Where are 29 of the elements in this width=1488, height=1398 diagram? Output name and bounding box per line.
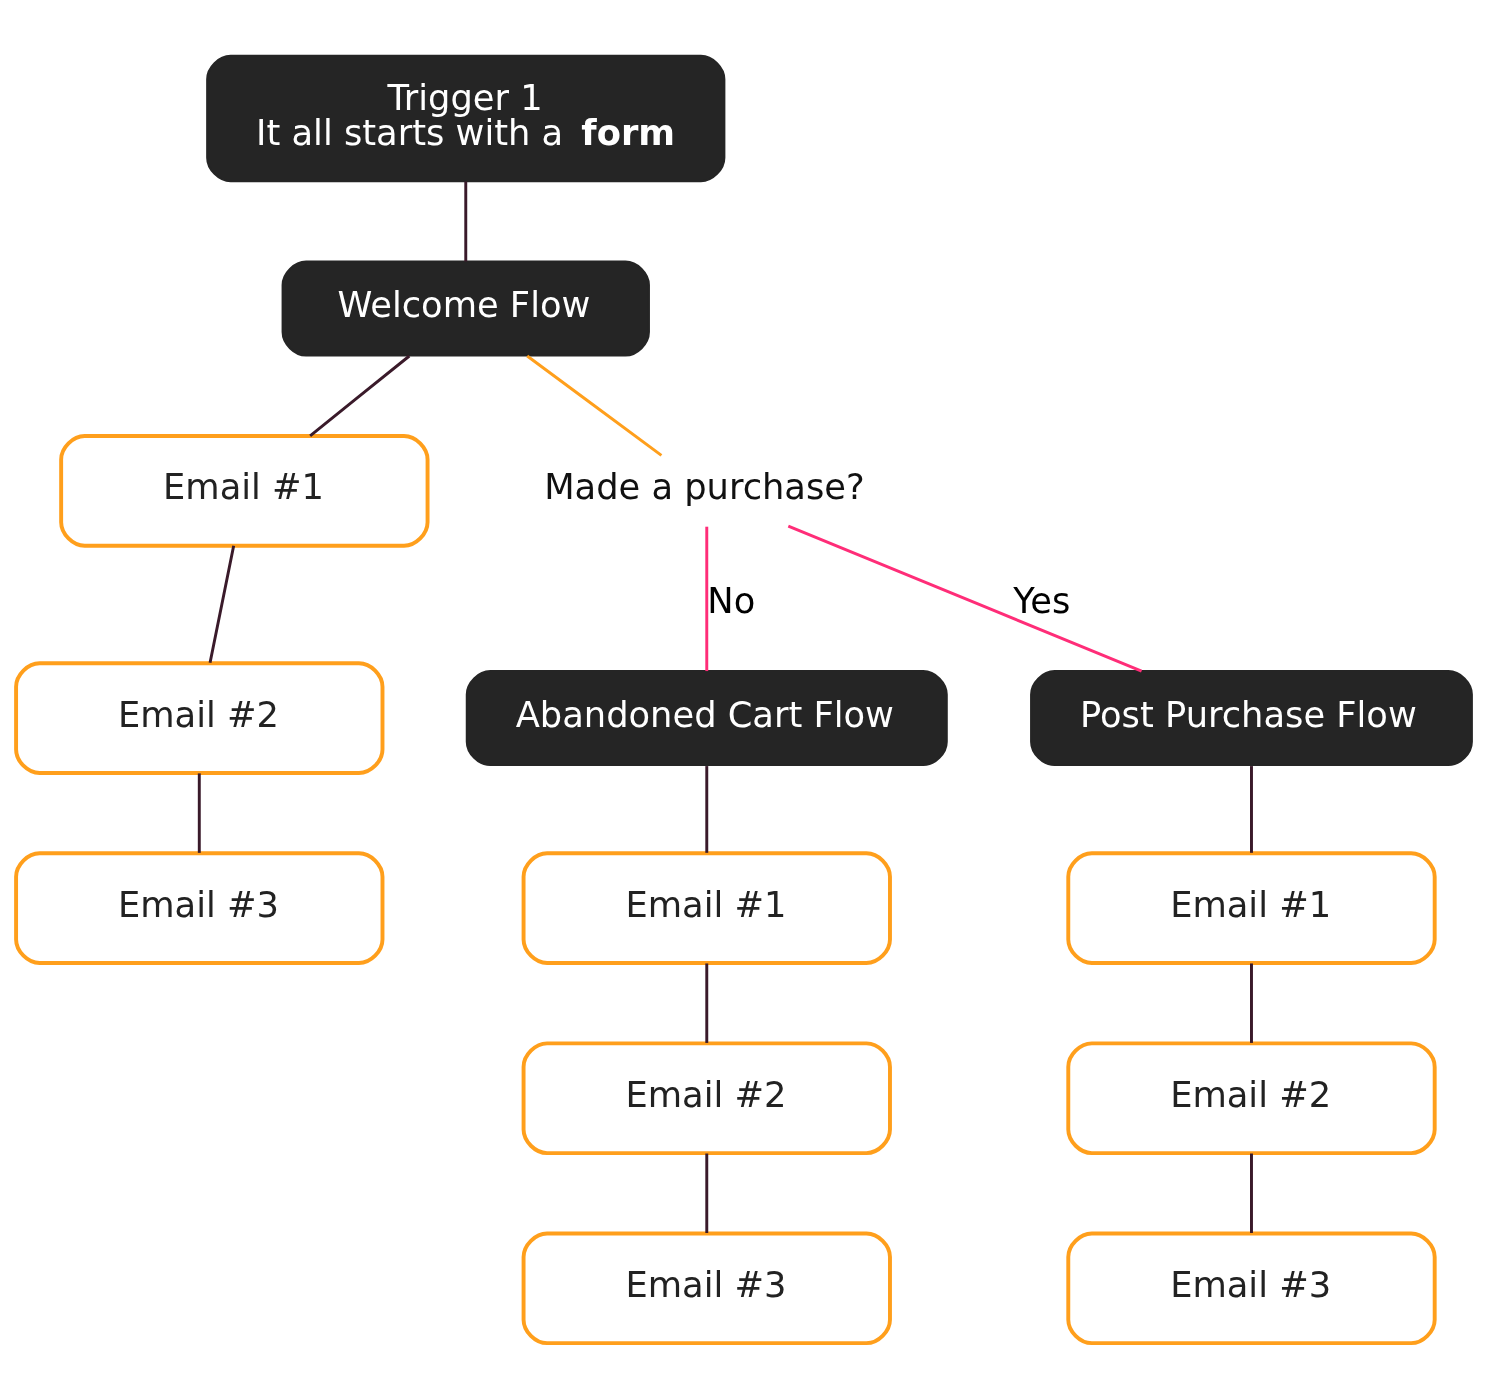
node-box: Welcome Flow bbox=[281, 260, 650, 357]
node-text: Made a purchase? bbox=[544, 465, 865, 507]
node-box: Email #2 bbox=[1066, 1040, 1437, 1155]
connector bbox=[309, 354, 411, 437]
connector bbox=[705, 1153, 709, 1233]
node-box: Email #2 bbox=[521, 1040, 892, 1155]
connector bbox=[526, 354, 663, 456]
connector bbox=[208, 544, 236, 663]
connector bbox=[1250, 765, 1253, 853]
edge-label: Yes bbox=[1013, 579, 1071, 621]
connector bbox=[705, 962, 709, 1043]
connector bbox=[1250, 962, 1253, 1043]
node-box: Email #3 bbox=[1066, 1231, 1437, 1345]
connector bbox=[197, 772, 201, 853]
node-box: Trigger 1 It all starts with a form bbox=[206, 54, 726, 182]
node-box: Email #1 bbox=[59, 433, 430, 548]
node-box: Email #1 bbox=[521, 850, 892, 965]
connector bbox=[1250, 1153, 1253, 1233]
connector bbox=[787, 524, 1143, 672]
node-box: Email #2 bbox=[14, 660, 385, 775]
connector bbox=[705, 526, 709, 671]
node-box: Abandoned Cart Flow bbox=[465, 669, 948, 766]
connector bbox=[464, 180, 468, 261]
edge-label: No bbox=[707, 579, 756, 621]
node-box: Post Purchase Flow bbox=[1030, 669, 1473, 766]
node-box: Email #3 bbox=[521, 1231, 892, 1345]
node-box: Email #1 bbox=[1066, 850, 1437, 965]
connector bbox=[705, 765, 709, 853]
node-box: Email #3 bbox=[14, 850, 385, 965]
